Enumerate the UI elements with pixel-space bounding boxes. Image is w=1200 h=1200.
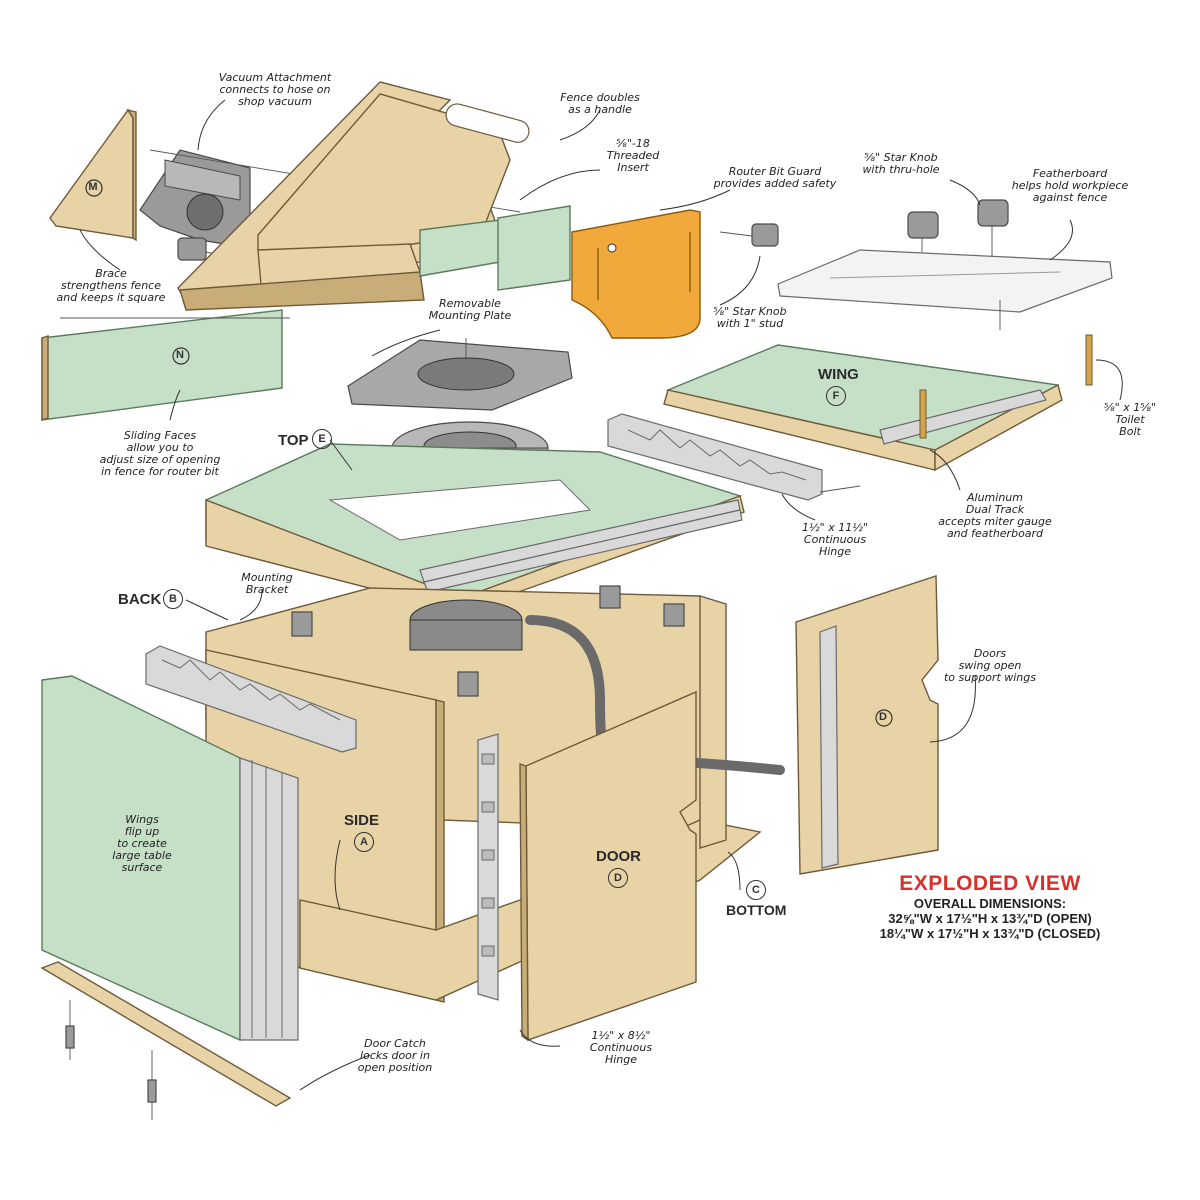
door-catch-part (40, 961, 292, 1120)
fence-part (177, 81, 530, 311)
label-back: BACK (118, 591, 161, 608)
callout-doors-swing: Doors swing open to support wings (943, 647, 1036, 684)
callout-mounting-plate: Removable Mounting Plate (428, 297, 512, 322)
router-bit-guard (571, 209, 701, 339)
callout-star-knob-stud: ⅝" Star Knob with 1" stud (713, 305, 787, 330)
brace-part (49, 108, 137, 242)
label-side-text: SIDE (344, 812, 380, 829)
callout-mounting-bracket: Mounting Bracket (241, 571, 293, 596)
label-top: TOP (278, 432, 309, 449)
star-knob-stud (719, 223, 779, 247)
star-knobs-thru (907, 199, 1009, 268)
label-back-text: BACK (118, 591, 162, 608)
label-wing-text: WING (818, 366, 859, 383)
top-part (205, 443, 745, 613)
callout-toilet-bolt: ⅝" x 1⅝" Toilet Bolt (1104, 401, 1156, 438)
title-block: EXPLODED VIEW OVERALL DIMENSIONS: 32⅝"W … (840, 872, 1140, 941)
label-back-letter: B (163, 589, 183, 609)
wing-part (663, 334, 1093, 472)
front-hinge (477, 733, 499, 1001)
callout-featherboard: Featherboard helps hold workpiece agains… (1011, 167, 1129, 204)
label-top-text: TOP (278, 432, 309, 449)
left-wing-part (41, 675, 299, 1042)
label-facing-letter: N (176, 349, 184, 361)
callout-vacuum: Vacuum Attachment connects to hose on sh… (218, 71, 332, 108)
label-door: DOOR (596, 848, 641, 865)
label-side: SIDE (344, 812, 379, 829)
callout-dual-track: Aluminum Dual Track accepts miter gauge … (938, 491, 1052, 540)
sliding-face-part (41, 205, 571, 421)
leader-lines (79, 99, 1123, 1091)
mounting-plate (347, 338, 573, 411)
label-bottom-text: BOTTOM (726, 902, 787, 918)
label-top-letter: E (312, 429, 332, 449)
label-door-right-letter: D (879, 711, 887, 723)
label-wing-letter: F (826, 386, 846, 406)
label-brace-letter: M (88, 181, 98, 193)
callout-wings-flip: Wings flip up to create large table surf… (112, 813, 172, 874)
label-wing: WING (818, 366, 859, 383)
label-side-letter: A (354, 832, 374, 852)
back-hinge (145, 585, 685, 753)
title-closed-dimensions: 18¼"W x 17½"H x 13¾"D (CLOSED) (879, 926, 1101, 941)
title-sub: OVERALL DIMENSIONS: (913, 896, 1067, 911)
callout-bit-guard: Router Bit Guard provides added safety (713, 165, 837, 190)
callout-hinge-top: 1½" x 11½" Continuous Hinge (802, 521, 868, 558)
callout-sliding-faces: Sliding Faces allow you to adjust size o… (99, 429, 221, 478)
callout-threaded-insert: ⅝"-18 Threaded Insert (606, 137, 660, 174)
dual-track-part (607, 413, 861, 501)
callout-fence-handle: Fence doubles as a handle (560, 91, 640, 116)
callout-star-knob-thru: ⅝" Star Knob with thru-hole (862, 151, 940, 176)
callout-door-catch: Door Catch locks door in open position (357, 1037, 433, 1074)
label-door-letter: D (608, 868, 628, 888)
callout-brace: Brace strengthens fence and keeps it squ… (56, 267, 166, 304)
door-right-part (795, 575, 939, 875)
callout-hinge-bottom: 1½" x 8½" Continuous Hinge (589, 1029, 653, 1066)
title-open-dimensions: 32⅝"W x 17½"H x 13¾"D (OPEN) (888, 911, 1092, 926)
title-main: EXPLODED VIEW (899, 872, 1081, 895)
label-bottom-letter: C (746, 880, 766, 900)
label-door-text: DOOR (596, 848, 641, 865)
door-front-part (519, 690, 697, 1042)
label-bottom: BOTTOM (726, 902, 786, 918)
featherboard-part (777, 249, 1113, 330)
